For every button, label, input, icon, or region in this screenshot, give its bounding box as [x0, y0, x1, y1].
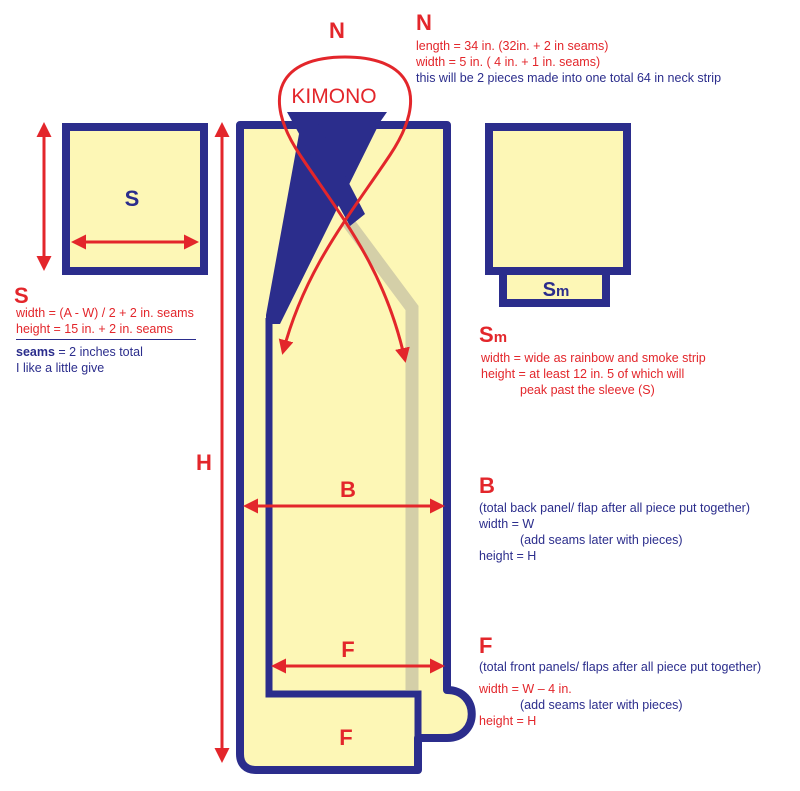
seams-extra: I like a little give: [16, 361, 105, 375]
back-note-line: width = W: [479, 517, 535, 531]
back-note-line: (add seams later with pieces): [520, 533, 683, 547]
sleeve-label: S: [125, 186, 140, 211]
sleeve-note-line: height = 15 in. + 2 in. seams: [16, 322, 174, 336]
back-note-heading: B: [479, 473, 495, 498]
front-bottom-label: F: [339, 725, 352, 750]
sm-heading-main: S: [479, 322, 494, 347]
neck-note-heading: N: [416, 10, 432, 35]
front-note-line: (add seams later with pieces): [520, 698, 683, 712]
sleeve-strip-note-line: height = at least 12 in. 5 of which will: [481, 367, 685, 381]
height-label: H: [196, 450, 212, 475]
front-note-line: (total front panels/ flaps after all pie…: [479, 660, 762, 674]
sleeve-note-line: width = (A - W) / 2 + 2 in. seams: [16, 306, 194, 320]
sleeve-strip-note-line: width = wide as rainbow and smoke strip: [481, 351, 706, 365]
seams-rest: = 2 inches total: [54, 345, 143, 359]
neck-note-line: this will be 2 pieces made into one tota…: [416, 71, 722, 85]
sleeve-note-divider: [16, 339, 196, 340]
neck-collar-right: [287, 112, 365, 226]
back-note-line: (total back panel/ flap after all piece …: [479, 501, 750, 515]
back-label: B: [340, 477, 356, 502]
neck-strip-loop: [277, 55, 413, 363]
kimono-title: KIMONO: [291, 85, 376, 108]
sleeve-note-heading: S: [14, 283, 29, 308]
sm-heading-sub: m: [493, 329, 508, 346]
seams-note: seams = 2 inches total: [16, 344, 143, 360]
neck-label: N: [329, 18, 345, 43]
sleeve-strip-label: Sm: [543, 279, 570, 301]
collar-shadow: [342, 218, 419, 690]
front-note-heading: F: [479, 633, 493, 658]
seams-bold: seams: [16, 345, 55, 359]
neck-note-line: width = 5 in. ( 4 in. + 1 in. seams): [416, 55, 601, 69]
sleeve-piece-right: [485, 123, 631, 275]
front-label: F: [341, 637, 354, 662]
front-note-line: height = H: [479, 714, 537, 728]
neck-note-line: length = 34 in. (32in. + 2 in seams): [416, 39, 609, 53]
back-note-line: height = H: [479, 549, 537, 563]
front-note-line: width = W – 4 in.: [479, 682, 572, 696]
sleeve-strip-piece: [499, 267, 610, 307]
sleeve-strip-note-line: peak past the sleeve (S): [520, 383, 655, 397]
neck-collar: [266, 112, 387, 324]
sleeve-strip-note-heading: Sm: [479, 324, 507, 349]
